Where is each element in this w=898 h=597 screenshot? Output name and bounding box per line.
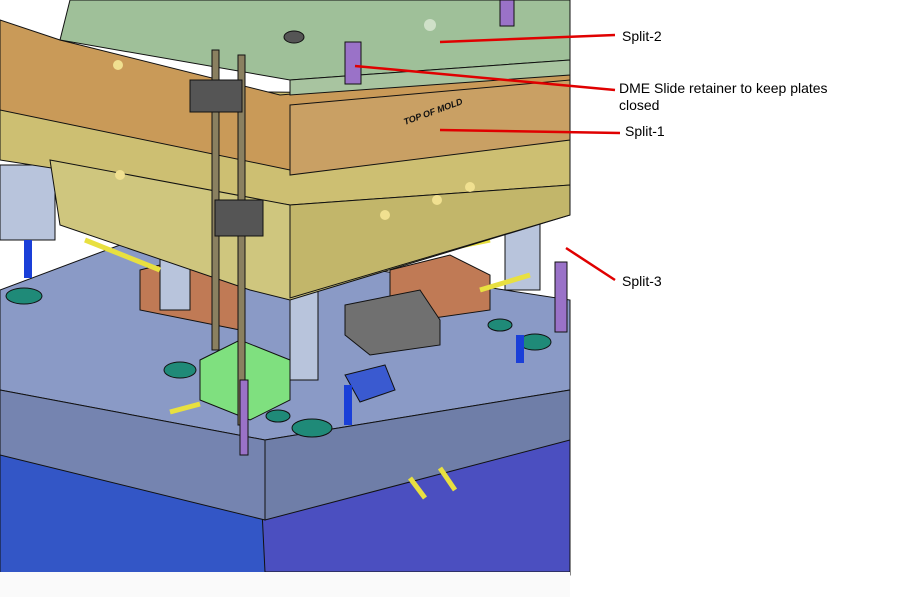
slide-retainer (499, 0, 515, 27)
blue-pin (516, 335, 524, 363)
bore (5, 287, 43, 305)
label-split-2: Split-2 (622, 28, 662, 44)
purple-rod (554, 261, 568, 333)
a-plate-front (289, 184, 571, 299)
slide-retainer (344, 41, 362, 85)
water-line (169, 401, 201, 415)
label-dme-line1: DME Slide retainer to keep plates (619, 80, 828, 96)
purple-rod (239, 379, 249, 456)
orange-plate-side (289, 79, 571, 176)
water-line (479, 272, 531, 293)
label-split-3: Split-3 (622, 273, 662, 289)
hole (113, 60, 123, 70)
hole (380, 210, 390, 220)
leader-split-3 (565, 246, 616, 282)
b-plate-side (264, 389, 571, 521)
latch-block (214, 199, 264, 237)
leader-dme (354, 64, 616, 92)
leader-split-2 (439, 33, 616, 44)
hole (465, 182, 475, 192)
bore (291, 418, 333, 438)
blue-pin (24, 240, 32, 278)
water-line (84, 237, 161, 273)
leader-split-1 (439, 128, 621, 135)
water-line (437, 466, 458, 492)
water-line (408, 476, 427, 500)
green-plate-side (289, 59, 571, 96)
guide-pillar (0, 164, 56, 241)
wedge-block (344, 289, 441, 356)
hole (432, 195, 442, 205)
bore (163, 361, 197, 379)
bore (265, 409, 291, 423)
guide-pillar (289, 289, 319, 381)
latch-block (189, 79, 243, 113)
label-split-1: Split-1 (625, 123, 665, 139)
hole (115, 170, 125, 180)
bore (487, 318, 513, 332)
blue-pin (344, 385, 352, 425)
bottom-margin (0, 572, 570, 597)
hole (424, 19, 436, 31)
label-dme-line2: closed (619, 97, 660, 113)
leader-lines (354, 33, 621, 282)
bolt-head (283, 30, 305, 44)
core-insert (344, 364, 396, 403)
